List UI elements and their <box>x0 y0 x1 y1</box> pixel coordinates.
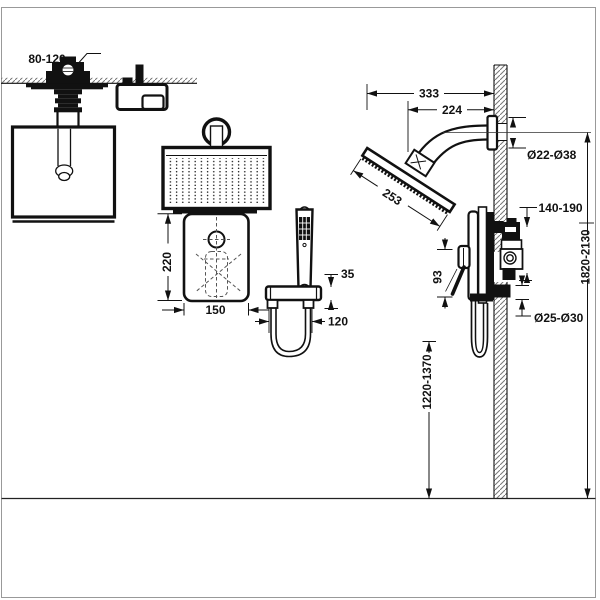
dim-label-valve-floor-height: 1220-1370 <box>422 355 434 410</box>
dim-label-holder-depth: 35 <box>341 267 355 281</box>
concealed-valve-side-view <box>445 206 524 358</box>
dim-label-valve-span: 140-190 <box>539 201 583 215</box>
dim-valve-floor-height: 1220-1370 <box>422 341 436 499</box>
dim-label-plate-height: 220 <box>160 252 174 272</box>
dim-label-ceiling-mount-range: 80-120 <box>28 52 66 66</box>
handshower-holder <box>264 285 323 302</box>
dim-arm-total: 333 <box>366 84 494 110</box>
hose-inner <box>275 308 307 353</box>
ceiling-mount-side-view <box>115 64 169 111</box>
dim-label-valve-body: 93 <box>431 270 445 284</box>
dim-outlet-dia: Ø25-Ø30 <box>515 275 584 325</box>
nozzle-serration <box>361 157 449 215</box>
handshower-front-view <box>264 206 323 358</box>
dim-label-plate-width: 150 <box>205 303 225 317</box>
dim-label-arm-flange-dia: Ø22-Ø38 <box>527 148 577 162</box>
dim-plate-width: 150 <box>162 303 269 317</box>
dim-arm-wall: 224 <box>407 101 494 152</box>
valve-trim-plate <box>182 212 250 303</box>
shower-head-side-view: 253 <box>350 146 457 231</box>
arm-head-joint <box>404 148 436 178</box>
handshower-spray-face <box>299 217 310 240</box>
dim-arm-flange-dia: Ø22-Ø38 <box>508 117 577 162</box>
dim-label-outlet-dia: Ø25-Ø30 <box>534 311 584 325</box>
dim-label-arm-wall: 224 <box>442 103 462 117</box>
supply-outlet-stub <box>493 284 511 298</box>
dim-hose-span: 120 <box>255 309 348 333</box>
valve-lever <box>450 265 466 296</box>
dim-valve-span: 140-190 <box>519 201 583 283</box>
valve-hose-inner <box>474 301 485 354</box>
dim-holder-depth: 35 <box>324 267 355 310</box>
handle-motion-dashes <box>195 217 242 298</box>
dim-label-arm-total: 333 <box>419 87 439 101</box>
dim-plate-height: 220 <box>157 213 182 301</box>
valve-hose-outer <box>470 301 489 358</box>
ceiling-head-top-view <box>10 125 117 223</box>
dim-head-floor-height: 1820-2130 <box>579 132 594 499</box>
front-view-group: 220 150 <box>157 117 355 358</box>
ceiling-mount-bracket <box>26 56 108 127</box>
dim-label-head-size: 253 <box>380 186 405 209</box>
dim-label-hose-span: 120 <box>328 315 348 329</box>
nozzle-dots <box>169 158 265 203</box>
shower-head-front-view <box>161 117 272 214</box>
hose-outer <box>270 308 312 358</box>
drawing-frame <box>1 7 596 598</box>
ceiling-hatch <box>1 77 197 84</box>
dim-valve-body: 93 <box>431 238 453 309</box>
dim-label-head-floor-height: 1820-2130 <box>581 230 593 285</box>
ceiling-shower-view: 80-120 <box>1 52 197 223</box>
